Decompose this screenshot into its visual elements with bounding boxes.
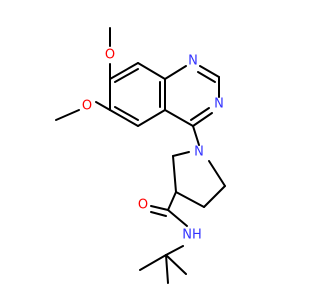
- atom-label-n3: N: [214, 97, 224, 112]
- molecule-structure-diagram: N N O O N O NH: [55, 27, 226, 284]
- atom-label-n-pyrrolidine: N: [194, 145, 204, 160]
- bond-c8-c8a: [137, 62, 166, 80]
- atom-label-n1: N: [188, 54, 198, 69]
- bond-c3p-c4p: [175, 191, 205, 208]
- bond-c5-c6: [109, 109, 139, 127]
- bond-tbu-methyl-2: [165, 254, 169, 284]
- bond-c4-c4a: [164, 109, 194, 127]
- bond-n3-c4: [192, 112, 213, 127]
- bonds: [55, 27, 226, 284]
- bond-c8a-n1: [164, 65, 187, 80]
- atom-label-nh-amide: NH: [182, 228, 202, 243]
- bond-n3-c4-double: [190, 107, 210, 121]
- bond-c4-npyr: [192, 125, 200, 146]
- atom-label-o7: O: [105, 48, 115, 63]
- bond-c6-o6: [95, 101, 111, 111]
- bond-nh-tbu: [165, 245, 184, 256]
- bond-c5p-npyr: [172, 151, 190, 157]
- bond-c5-c6-double: [114, 106, 139, 121]
- bond-carbonyl-o-double: [150, 211, 167, 217]
- bond-tbu-methyl-1: [139, 254, 167, 271]
- bond-tbu-methyl-3: [165, 254, 187, 275]
- bond-c4p-c5p: [172, 155, 177, 193]
- bond-carbonyl-nh: [167, 209, 188, 227]
- atom-label-o-amide: O: [138, 198, 148, 213]
- bond-c7-c8: [109, 62, 139, 80]
- bond-npyr-c2p: [208, 160, 226, 187]
- bond-c7-c8-double: [114, 68, 139, 83]
- bond-c4a-c5: [137, 109, 166, 127]
- bond-c2p-c3p: [203, 185, 226, 208]
- bond-c4p-carbonyl: [167, 191, 177, 211]
- atom-label-o6: O: [82, 99, 92, 114]
- bond-carbonyl-o: [150, 205, 169, 211]
- bond-n1-c2: [199, 65, 220, 78]
- bond-o6-methyl: [55, 109, 80, 121]
- atom-labels: N N O O N O NH: [82, 48, 224, 243]
- bond-n1-c2-double: [197, 71, 216, 83]
